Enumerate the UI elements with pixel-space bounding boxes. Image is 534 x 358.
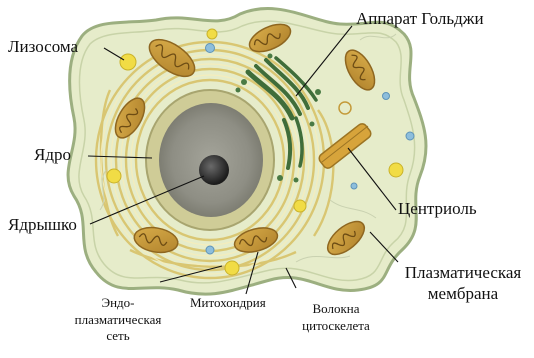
label-er-line3: сеть (60, 329, 176, 343)
label-cytoskeleton-line1: Волокна (290, 302, 382, 316)
label-golgi: Аппарат Гольджи (356, 10, 484, 28)
label-cytoskeleton: Волокна цитоскелета (290, 302, 382, 332)
label-mitochondrion: Митохондрия (190, 296, 266, 310)
nucleolus (199, 155, 229, 185)
label-plasma-membrane: Плазматическая мембрана (396, 264, 530, 303)
label-lysosome: Лизосома (8, 38, 78, 56)
label-nucleus: Ядро (34, 146, 71, 164)
label-nucleolus: Ядрышко (8, 216, 77, 234)
label-centriole: Центриоль (398, 200, 477, 218)
label-endoplasmic-reticulum: Эндо- плазматическая сеть (60, 296, 176, 343)
label-er-line1: Эндо- (60, 296, 176, 310)
label-er-line2: плазматическая (60, 313, 176, 327)
label-cytoskeleton-line2: цитоскелета (290, 319, 382, 333)
label-plasma-membrane-line1: Плазматическая (396, 264, 530, 282)
label-plasma-membrane-line2: мембрана (396, 285, 530, 303)
